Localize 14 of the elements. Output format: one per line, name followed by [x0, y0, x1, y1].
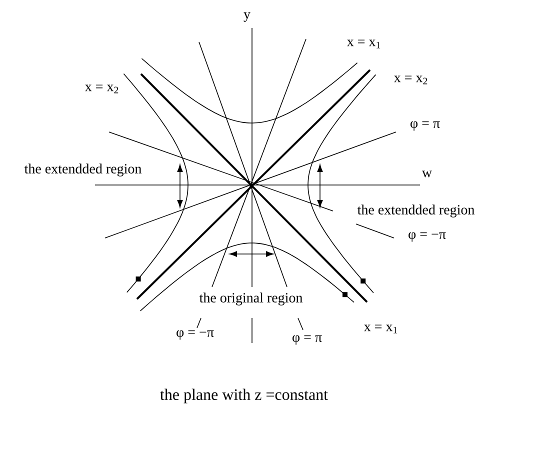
curve-label: x = x$_{2}$: [394, 76, 428, 84]
line-label: φ = π: [292, 335, 322, 345]
region-label: the extendded region: [24, 164, 142, 176]
caption: the plane with z =constant: [160, 388, 328, 404]
axis-label: w: [422, 170, 432, 178]
region-label: the extendded region: [357, 204, 475, 218]
line-label: φ = π: [410, 121, 440, 131]
region-label: the original region: [199, 292, 303, 306]
line-label: φ = −π: [176, 330, 214, 340]
curve-label: x = x$_{2}$: [84, 84, 118, 94]
curve-label: x = x$_{1}$: [346, 40, 380, 48]
axis-label: y: [244, 12, 250, 22]
curve-label: x = x$_{1}$: [364, 324, 398, 334]
line-label: φ = −π: [408, 232, 446, 242]
